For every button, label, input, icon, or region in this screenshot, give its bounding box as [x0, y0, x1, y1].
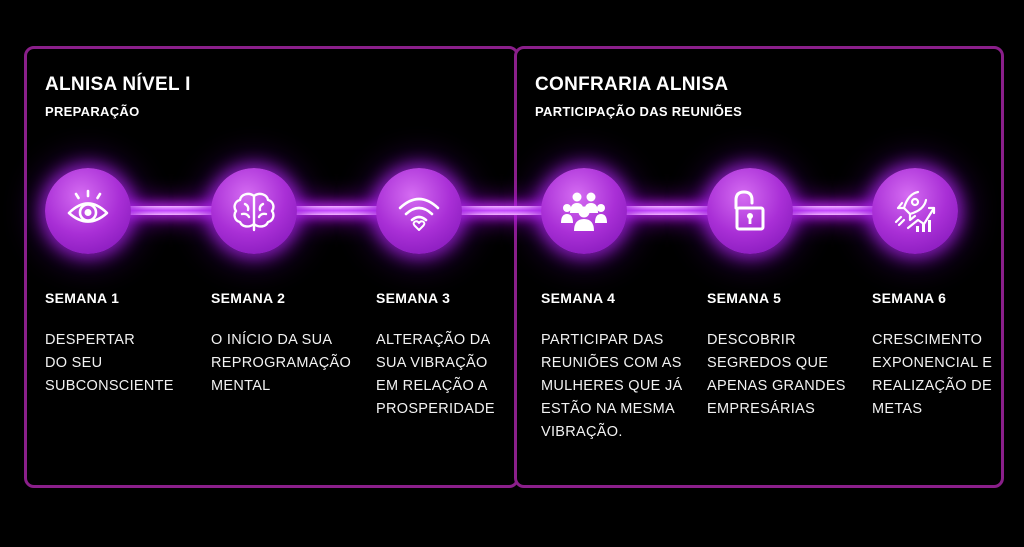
week-1-label: SEMANA 1 [45, 290, 120, 306]
week-6-circle [872, 168, 958, 254]
week-2-circle [211, 168, 297, 254]
unlocked-padlock-icon [734, 190, 765, 231]
week-3-circle [376, 168, 462, 254]
week-3-label: SEMANA 3 [376, 290, 451, 306]
week-4-label: SEMANA 4 [541, 290, 616, 306]
week-1-description: DESPERTAR DO SEU SUBCONSCIENTE [45, 332, 174, 394]
week-1-circle [45, 168, 131, 254]
week-2-description: O INÍCIO DA SUA REPROGRAMAÇÃO MENTAL [211, 332, 352, 394]
week-3-description: ALTERAÇÃO DA SUA VIBRAÇÃO EM RELAÇÃO A P… [376, 332, 495, 417]
week-6-label: SEMANA 6 [872, 290, 947, 306]
week-5-circle [707, 168, 793, 254]
week-5-description: DESCOBRIR SEGREDOS QUE APENAS GRANDES EM… [707, 332, 846, 417]
wifi-heart-icon [398, 197, 440, 231]
panel-confraria-alnisa: CONFRARIA ALNISA PARTICIPAÇÃO DAS REUNIÕ… [514, 46, 1004, 488]
panel-title: CONFRARIA ALNISA [535, 74, 729, 95]
panel-alnisa-nivel-1: ALNISA NÍVEL I PREPARAÇÃO [24, 46, 519, 488]
week-5-label: SEMANA 5 [707, 290, 782, 306]
group-icon [561, 192, 607, 231]
panel-subtitle: PREPARAÇÃO [45, 104, 140, 119]
rocket-growth-icon [894, 190, 936, 232]
timeline-connector [80, 206, 920, 215]
eye-icon [67, 189, 109, 223]
brain-icon [233, 192, 275, 232]
week-4-description: PARTICIPAR DAS REUNIÕES COM AS MULHERES … [541, 332, 683, 440]
panel-title: ALNISA NÍVEL I [45, 74, 191, 95]
week-6-description: CRESCIMENTO EXPONENCIAL E REALIZAÇÃO DE … [872, 332, 993, 417]
week-2-label: SEMANA 2 [211, 290, 286, 306]
week-4-circle [541, 168, 627, 254]
panel-subtitle: PARTICIPAÇÃO DAS REUNIÕES [535, 104, 743, 119]
